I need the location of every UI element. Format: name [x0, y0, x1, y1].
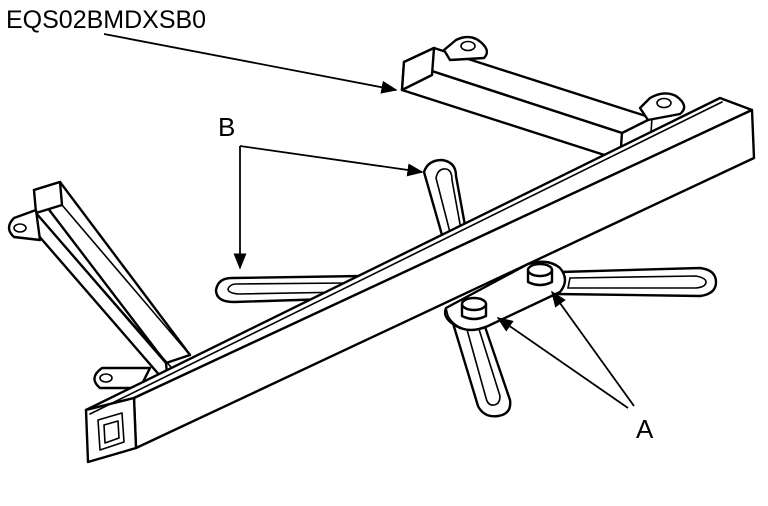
left-side-rail [32, 180, 192, 387]
left-rail-rear-tab [93, 366, 152, 390]
leader-a [496, 290, 635, 409]
figure-code-label: EQS02BMDXSB0 [6, 6, 206, 34]
right-rail-front-tab [638, 92, 686, 122]
bolt-front [460, 296, 488, 321]
right-rail-rear-tab [442, 35, 489, 62]
right-side-rail [400, 46, 654, 162]
leader-b [233, 145, 424, 270]
callout-b: B [218, 112, 235, 142]
bracket-arm-right [554, 266, 718, 298]
main-beam [84, 96, 756, 464]
callout-a: A [636, 414, 654, 444]
bolt-rear [526, 262, 554, 287]
bracket-arm-lower [450, 316, 512, 418]
leader-figure-code [103, 33, 398, 94]
left-rail-front-tab [7, 208, 42, 242]
